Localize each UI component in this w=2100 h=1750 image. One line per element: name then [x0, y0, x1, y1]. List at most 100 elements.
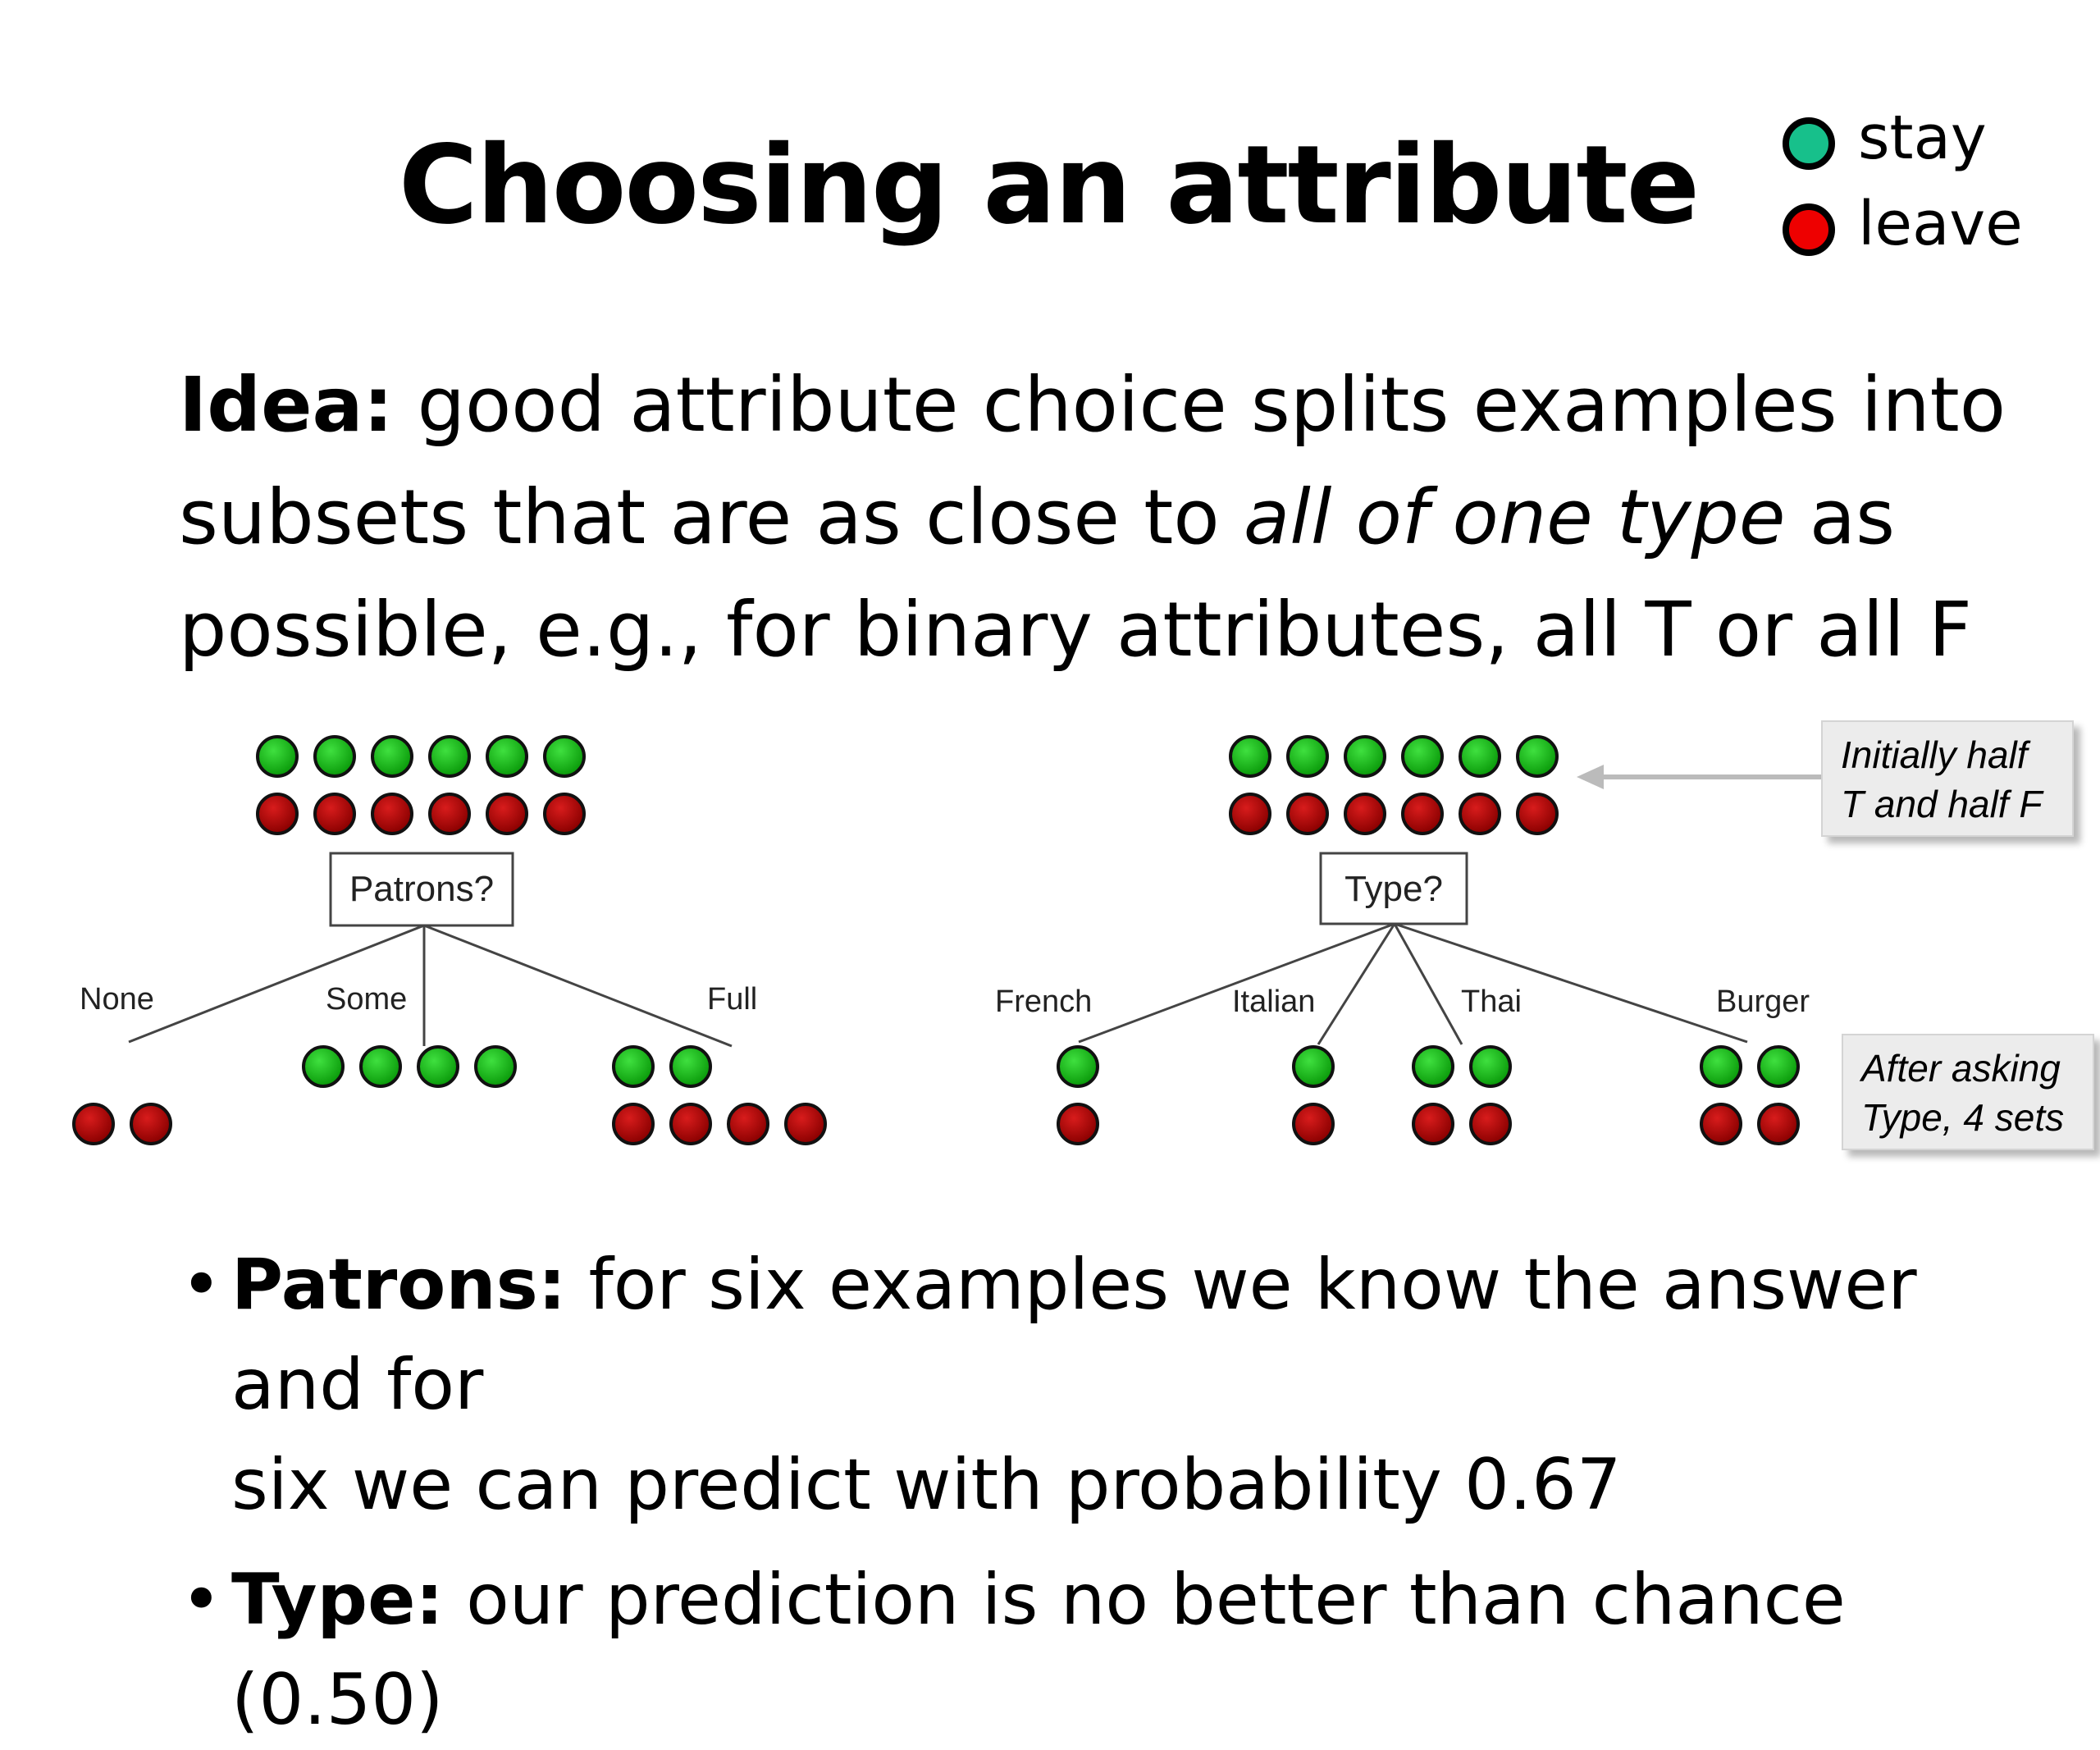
type-french-examples [1057, 1045, 1099, 1145]
note-after-line-2: Type, 4 sets [1861, 1096, 2065, 1139]
edge-burger [1394, 922, 1748, 1044]
edge-french [1078, 922, 1395, 1044]
legend-item-stay: stay [1776, 107, 2100, 193]
patrons-full-examples [612, 1045, 827, 1145]
note-initial-line-2: T and half F [1841, 783, 2043, 825]
leave-example-dot [1344, 793, 1386, 835]
stay-example-dot [359, 1045, 402, 1088]
bullet-dot-icon: • [180, 1244, 222, 1326]
type-italian-examples [1292, 1045, 1335, 1145]
note-initial-line-1: Initially half [1841, 733, 2028, 776]
edge-italian [1317, 923, 1396, 1045]
leave-example-dot [1700, 1103, 1742, 1145]
stay-example-dot [428, 735, 471, 778]
branch-label-some: Some [326, 982, 407, 1017]
stay-example-dot [1057, 1045, 1099, 1088]
leave-example-dot [612, 1103, 655, 1145]
type-node-label: Type? [1344, 869, 1443, 909]
type-node-box [1319, 852, 1468, 925]
bullet-patrons-text: for six examples we know the answer and … [231, 1244, 1917, 1426]
stay-example-dot [1412, 1045, 1454, 1088]
stay-example-dot [1700, 1045, 1742, 1088]
stay-example-dot [256, 735, 299, 778]
bullet-patrons-text-line2: six we can predict with probability 0.67 [231, 1444, 1622, 1526]
leave-example-dot [1286, 793, 1329, 835]
idea-line-1: Idea: good attribute choice splits examp… [179, 349, 2049, 461]
leave-example-dot [130, 1103, 172, 1145]
stay-example-dot [474, 1045, 517, 1088]
idea-line-3: possible, e.g., for binary attributes, a… [179, 573, 2049, 686]
bullet-type-label: Type: [231, 1559, 444, 1641]
type-root-examples [1229, 735, 1559, 835]
stay-example-dot [313, 735, 356, 778]
type-thai-examples [1412, 1045, 1512, 1145]
patrons-node-box [329, 852, 514, 927]
leave-example-dot [1057, 1103, 1099, 1145]
leave-example-dot [669, 1103, 712, 1145]
patrons-root-examples [256, 735, 586, 835]
idea-label: Idea: [179, 361, 394, 449]
stay-example-dot [1292, 1045, 1335, 1088]
idea-text-1: good attribute choice splits examples in… [417, 361, 2006, 449]
leave-example-dot [486, 793, 528, 835]
idea-text-3: possible, e.g., for binary attributes, a… [179, 586, 1972, 674]
leave-example-dot [1229, 793, 1271, 835]
bullet-patrons-label: Patrons: [231, 1244, 567, 1326]
patrons-tree: Patrons? None Some Full [72, 735, 827, 1145]
type-tree: Type? French Italian Thai Burger [995, 735, 1821, 1145]
stay-example-dot [417, 1045, 459, 1088]
note-after-line-1: After asking [1861, 1047, 2061, 1090]
bullet-patrons: • Patrons: for six examples we know the … [180, 1235, 2067, 1535]
note-after-asking: After asking Type, 4 sets [1842, 1034, 2094, 1150]
decision-tree-diagrams: Patrons? None Some Full Type? French Ita… [72, 735, 1821, 1145]
leave-circle-icon [1783, 203, 1835, 256]
leave-example-dot [784, 1103, 827, 1145]
edge-none [128, 924, 425, 1044]
stay-example-dot [612, 1045, 655, 1088]
bullet-list: • Patrons: for six examples we know the … [180, 1235, 2067, 1750]
edge-full [423, 924, 733, 1048]
legend-label-stay: stay [1858, 103, 1987, 173]
idea-text-2b: as [1785, 473, 1896, 561]
idea-text-2a: subsets that are as close to [179, 473, 1244, 561]
leave-example-dot [313, 793, 356, 835]
stay-example-dot [1344, 735, 1386, 778]
legend-label-leave: leave [1858, 189, 2023, 259]
branch-label-french: French [995, 985, 1092, 1019]
leave-example-dot [1516, 793, 1559, 835]
stay-example-dot [1401, 735, 1444, 778]
stay-circle-icon [1783, 117, 1835, 170]
stay-example-dot [371, 735, 413, 778]
branch-label-full: Full [707, 982, 757, 1017]
type-tree-edges [1078, 922, 1748, 1045]
idea-text-2-italic: all of one type [1243, 473, 1786, 561]
note-arrowhead-icon [1577, 765, 1604, 789]
leave-example-dot [72, 1103, 115, 1145]
branch-label-italian: Italian [1232, 985, 1315, 1019]
stay-example-dot [1516, 735, 1559, 778]
type-burger-examples [1700, 1045, 1800, 1145]
branch-label-none: None [80, 982, 154, 1017]
leave-example-dot [1469, 1103, 1512, 1145]
leave-example-dot [1459, 793, 1501, 835]
stay-example-dot [669, 1045, 712, 1088]
branch-label-burger: Burger [1716, 985, 1810, 1019]
patrons-node-label: Patrons? [349, 869, 494, 909]
branch-label-thai: Thai [1461, 985, 1522, 1019]
patrons-some-examples [302, 1045, 517, 1088]
leave-example-dot [727, 1103, 769, 1145]
idea-paragraph: Idea: good attribute choice splits examp… [179, 349, 2049, 686]
leave-example-dot [543, 793, 586, 835]
stay-example-dot [1229, 735, 1271, 778]
edge-thai [1393, 923, 1463, 1045]
bullet-dot-icon: • [180, 1559, 222, 1641]
leave-example-dot [256, 793, 299, 835]
slide-title: Choosing an attribute [398, 122, 1700, 249]
stay-example-dot [302, 1045, 345, 1088]
legend-item-leave: leave [1776, 189, 2100, 279]
leave-example-dot [1412, 1103, 1454, 1145]
stay-example-dot [543, 735, 586, 778]
leave-example-dot [371, 793, 413, 835]
patrons-none-examples [72, 1103, 172, 1145]
stay-example-dot [1757, 1045, 1800, 1088]
